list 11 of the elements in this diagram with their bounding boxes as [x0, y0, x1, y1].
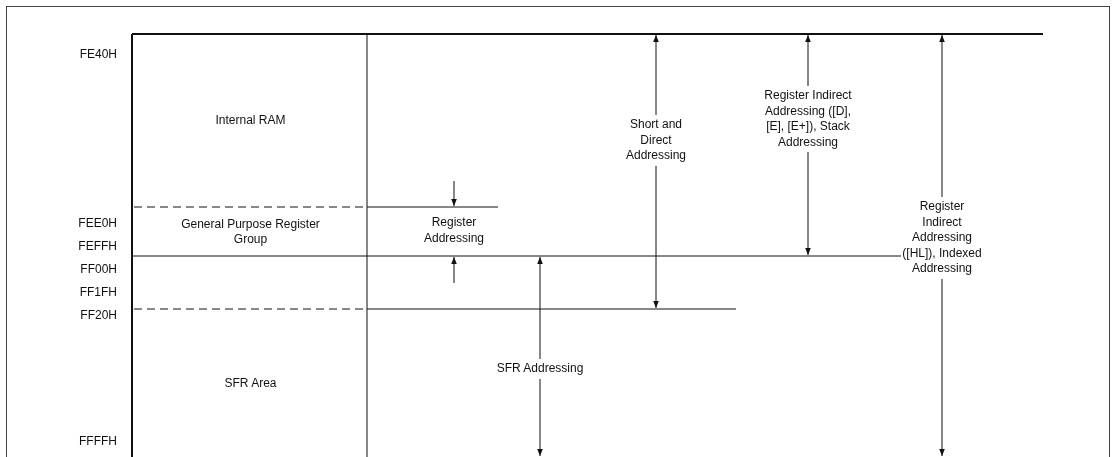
addressing-mode-label: Register Indirect Addressing ([HL]), Indexed Addressing [902, 197, 982, 279]
address-label: FFFFH [78, 434, 117, 450]
address-label: FF00H [79, 262, 117, 278]
address-label: FF1FH [78, 285, 117, 301]
region-label: General Purpose Register Group [180, 217, 321, 247]
address-label: FEFFH [77, 239, 117, 255]
address-label: FEE0H [77, 216, 117, 232]
address-label: FF20H [79, 308, 117, 324]
region-label: Internal RAM [214, 113, 287, 128]
address-label: FE40H [78, 47, 117, 63]
region-label: SFR Area [223, 376, 278, 391]
